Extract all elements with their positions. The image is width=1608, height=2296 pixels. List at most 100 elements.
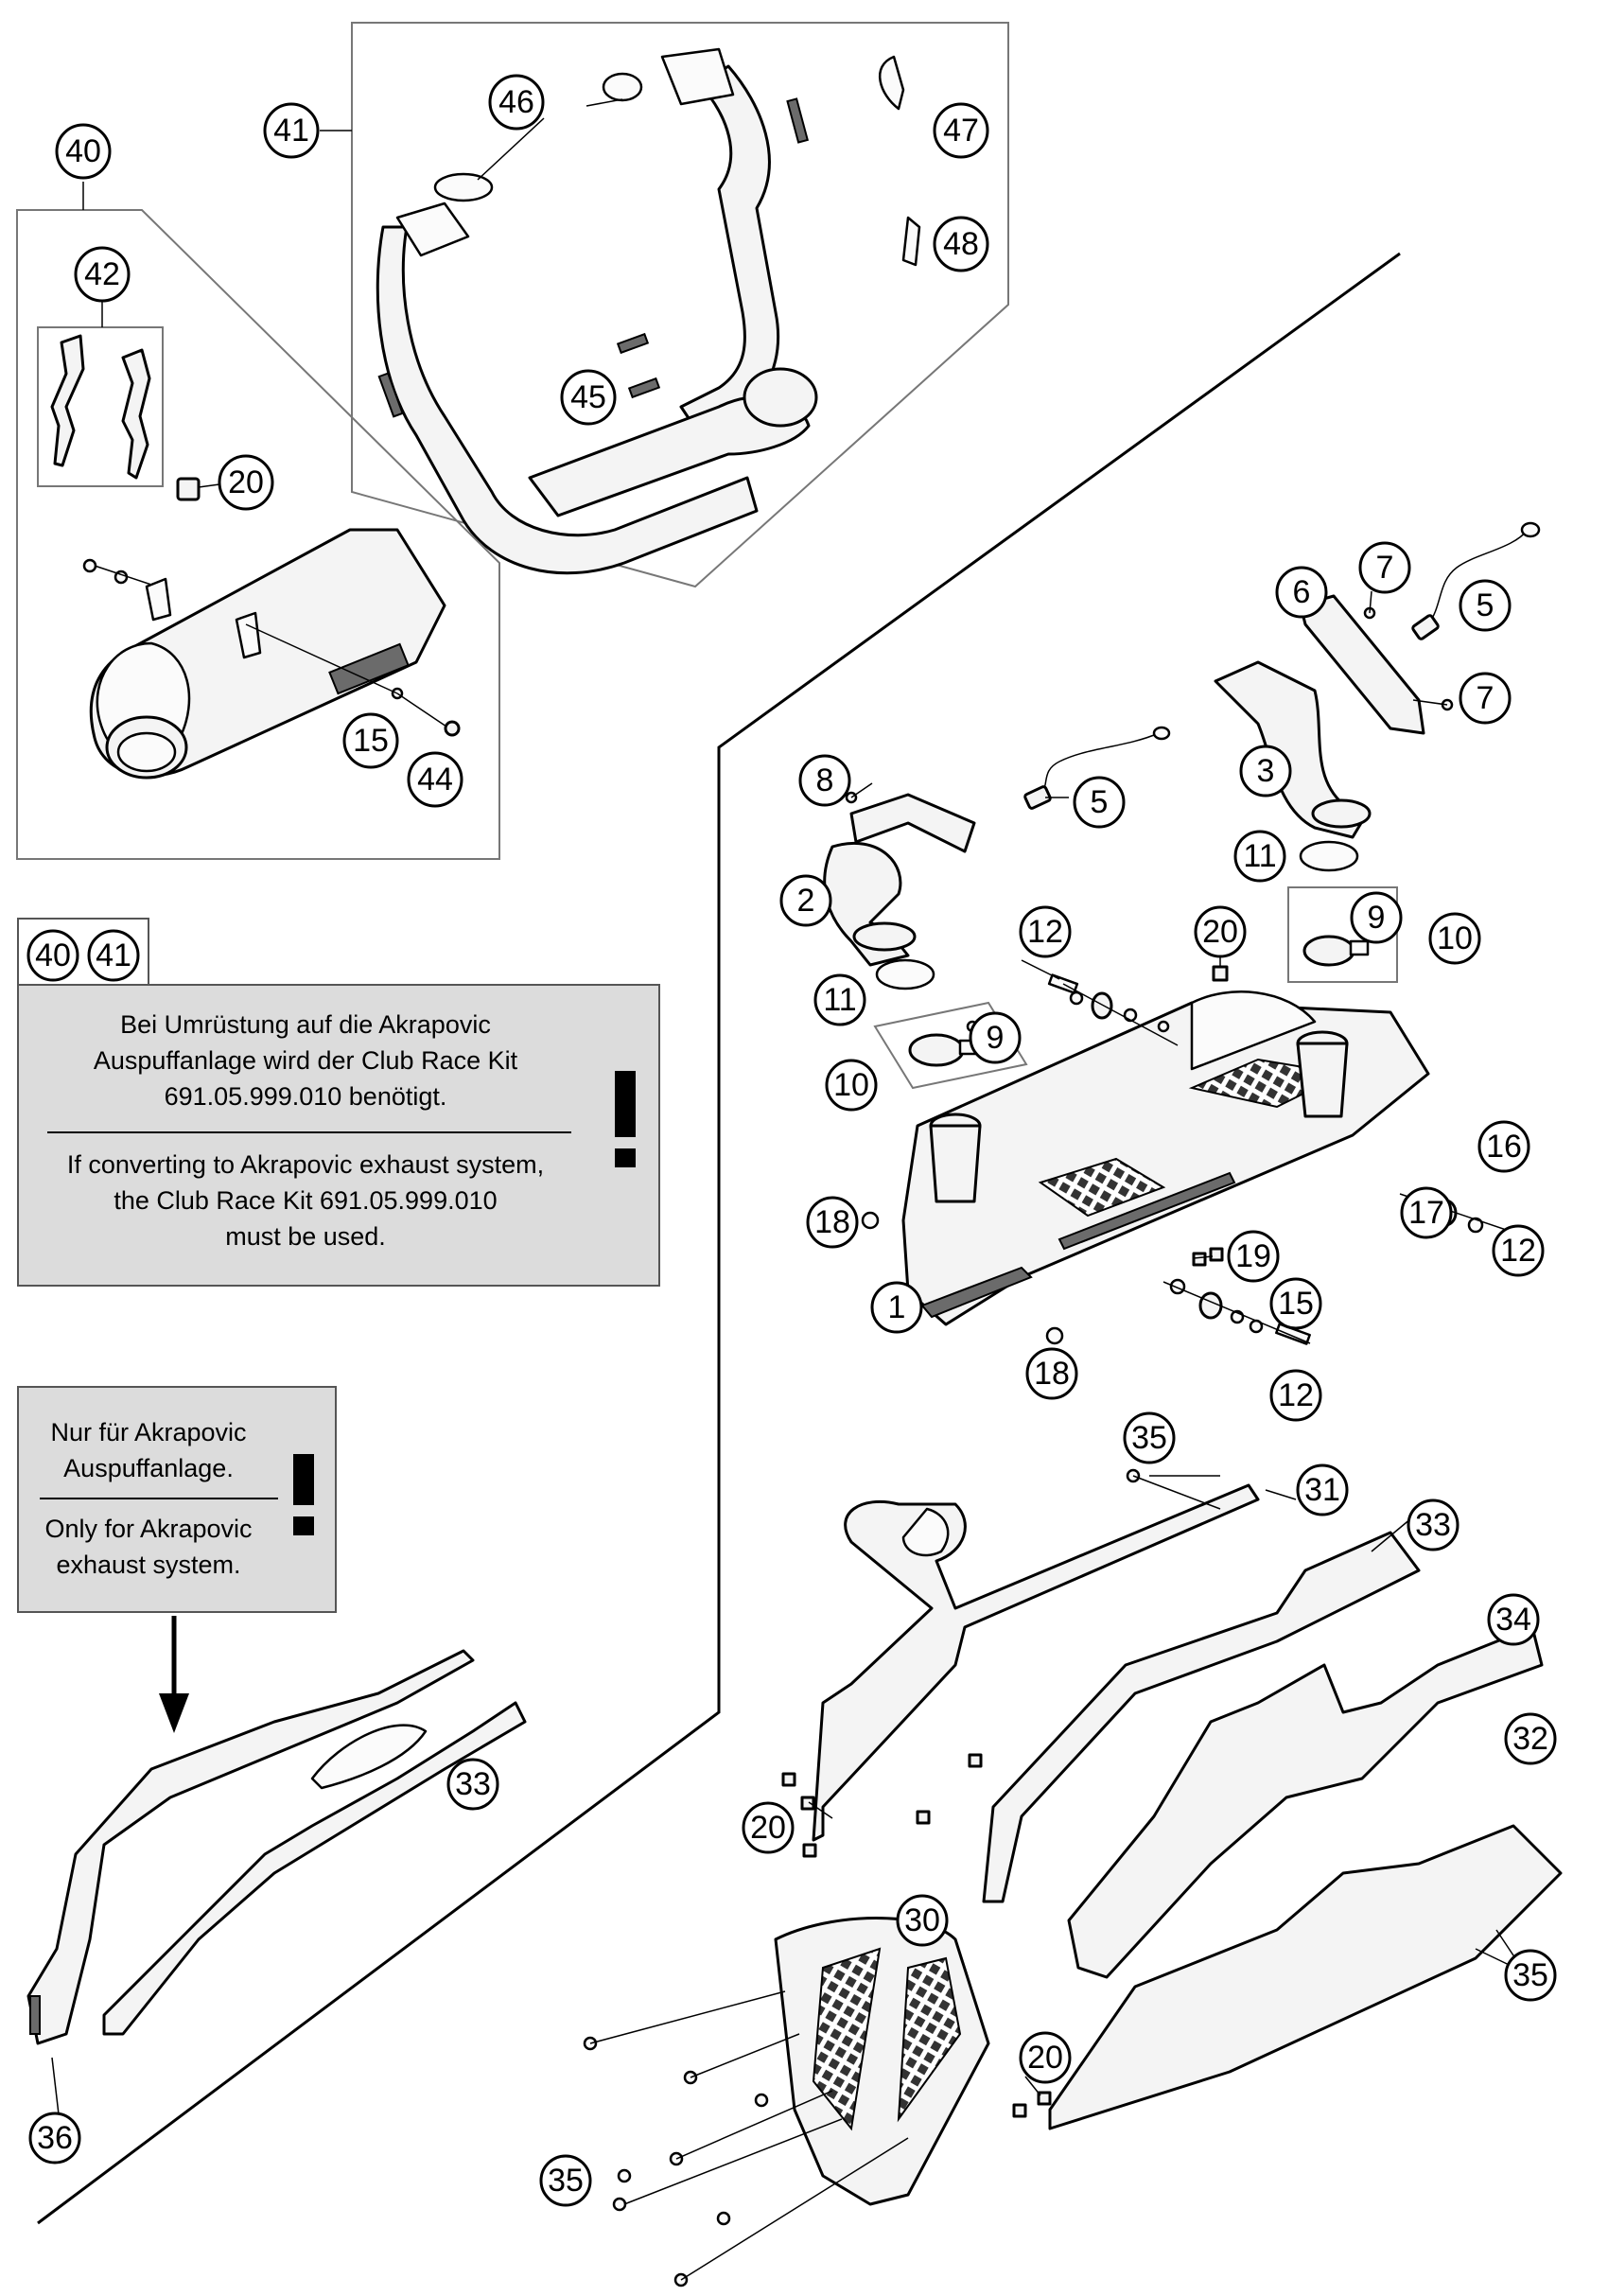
main-silencer: [901, 990, 1430, 1326]
clamp-front: [908, 1020, 979, 1067]
svg-text:40: 40: [35, 938, 71, 973]
cover-side-lower: [1048, 1824, 1563, 2130]
header-pipe: [376, 47, 921, 575]
svg-text:9: 9: [987, 1020, 1005, 1056]
svg-text:5: 5: [1477, 587, 1494, 623]
svg-text:40: 40: [65, 133, 101, 169]
svg-text:15: 15: [353, 723, 389, 759]
lambda-probe-rear: [1411, 521, 1541, 640]
heat-shield: [1299, 594, 1425, 735]
svg-text:35: 35: [1512, 1957, 1548, 1993]
callout-12-upper: 12: [1019, 905, 1072, 958]
svg-text:20: 20: [750, 1810, 786, 1846]
rubber-buffer-upper: [861, 1211, 880, 1230]
notice-tab-callouts: 40 41: [26, 929, 140, 982]
svg-text:35: 35: [548, 2163, 584, 2199]
callout-20-silencer: 20: [218, 454, 274, 511]
svg-text:16: 16: [1486, 1129, 1522, 1165]
clamp-rear: [1302, 925, 1373, 967]
silencer-kit-frame: [16, 209, 500, 860]
clamp-front-frame: [873, 1001, 1028, 1090]
svg-text:12: 12: [1500, 1233, 1536, 1269]
callout-42: 42: [74, 246, 131, 303]
callout-2: 2: [779, 874, 832, 927]
svg-text:46: 46: [498, 84, 534, 120]
notice-german-line-2: Auspuffanlage wird der Club Race Kit: [93, 1046, 518, 1075]
svg-text:48: 48: [943, 226, 979, 262]
callout-33-right: 33: [1407, 1499, 1459, 1551]
callout-11-rear: 11: [1233, 830, 1286, 883]
svg-text:9: 9: [1368, 900, 1386, 936]
svg-text:2: 2: [797, 883, 815, 919]
notice-tab: 40 41: [17, 918, 149, 986]
svg-text:6: 6: [1293, 574, 1311, 610]
svg-text:7: 7: [1376, 550, 1394, 586]
callout-10-front: 10: [825, 1059, 878, 1112]
section-divider: [37, 252, 1401, 2225]
svg-text:12: 12: [1027, 914, 1063, 950]
callout-40: 40: [55, 123, 112, 180]
svg-text:30: 30: [904, 1902, 940, 1938]
callout-20-grille: 20: [1019, 2031, 1072, 2084]
callout-8: 8: [798, 754, 851, 807]
clip-nut: [176, 477, 201, 501]
callout-12-right: 12: [1492, 1224, 1545, 1277]
exclamation-icon: [615, 1071, 636, 1167]
callout-1: 1: [870, 1281, 923, 1334]
rubber-buffer-lower: [1045, 1326, 1064, 1345]
callout-20-cover: 20: [742, 1801, 795, 1854]
notice-divider: [47, 1131, 571, 1133]
cover-side-upper: [982, 1531, 1421, 1903]
svg-text:10: 10: [1437, 920, 1473, 956]
callout-20-silencer-right: 20: [1194, 905, 1247, 958]
screw-leads: [589, 1475, 1526, 2281]
callout-30: 30: [896, 1894, 949, 1947]
callout-18-upper: 18: [806, 1196, 859, 1249]
akrapovic-english-line-1: Only for Akrapovic: [44, 1515, 253, 1543]
notice-german-line-1: Bei Umrüstung auf die Akrapovic: [120, 1010, 491, 1039]
manifold-rear: [1214, 660, 1372, 839]
bracket-set: [50, 334, 151, 480]
callout-16: 16: [1477, 1120, 1530, 1173]
callout-45: 45: [560, 369, 617, 426]
svg-text:10: 10: [833, 1067, 869, 1103]
notice-english-line-3: must be used.: [225, 1222, 386, 1251]
notice-tag-41: 41: [87, 929, 140, 982]
callout-35-right: 35: [1504, 1949, 1557, 2002]
clamp-rear-frame: [1287, 886, 1398, 983]
akrapovic-german-line-1: Nur für Akrapovic: [50, 1418, 247, 1446]
svg-text:5: 5: [1091, 784, 1109, 820]
callout-7-upper: 7: [1358, 541, 1411, 594]
header-kit-frame: [351, 22, 1009, 588]
svg-text:34: 34: [1495, 1602, 1531, 1638]
svg-text:18: 18: [814, 1204, 850, 1240]
callout-12-lower: 12: [1269, 1369, 1322, 1422]
down-arrow-icon: [159, 1616, 189, 1733]
svg-text:7: 7: [1477, 680, 1494, 716]
notice-tag-40: 40: [26, 929, 79, 982]
svg-text:47: 47: [943, 113, 979, 149]
bracket-set-frame: [37, 326, 164, 487]
callout-5-front: 5: [1073, 776, 1126, 829]
gasket-front: [875, 958, 935, 990]
callout-15-lower: 15: [1269, 1277, 1322, 1330]
notice-english-line-2: the Club Race Kit 691.05.999.010: [114, 1186, 498, 1215]
svg-text:15: 15: [1278, 1286, 1314, 1322]
cover-front: [812, 1483, 1260, 1842]
svg-text:8: 8: [816, 762, 834, 798]
svg-text:32: 32: [1512, 1721, 1548, 1757]
callout-35-lower: 35: [539, 2154, 592, 2207]
callout-35-upper: 35: [1123, 1411, 1176, 1464]
svg-text:12: 12: [1278, 1377, 1314, 1413]
callout-32: 32: [1504, 1712, 1557, 1765]
callout-36: 36: [28, 2112, 81, 2165]
callout-34: 34: [1487, 1593, 1540, 1646]
akrapovic-german-line-2: Auspuffanlage.: [63, 1454, 234, 1482]
svg-text:11: 11: [1243, 838, 1276, 874]
callout-6: 6: [1275, 566, 1328, 619]
svg-text:17: 17: [1408, 1195, 1444, 1231]
exclamation-icon: [293, 1454, 314, 1535]
svg-text:3: 3: [1257, 753, 1275, 789]
callout-7-lower: 7: [1459, 672, 1512, 725]
